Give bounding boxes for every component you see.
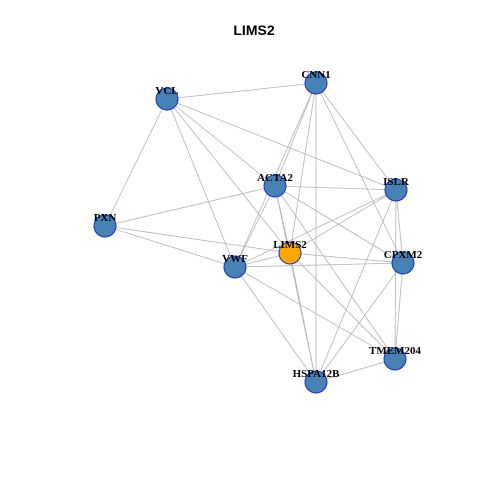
edge-acta2-islr <box>274 185 397 191</box>
node-label-cpxm2: CPXM2 <box>384 249 423 261</box>
edge-vcl-vwf <box>166 98 236 268</box>
edge-vwf-hspa12b <box>234 266 317 383</box>
node-circle-acta2[interactable] <box>263 174 287 198</box>
edge-vcl-islr <box>166 98 397 191</box>
graph-title: LIMS2 <box>233 22 274 38</box>
node-circle-vcl[interactable] <box>155 87 179 111</box>
edge-vcl-lims2 <box>166 98 291 254</box>
node-label-pxn: PXN <box>94 212 117 224</box>
edge-layer <box>104 82 404 383</box>
node-circle-tmem204[interactable] <box>383 347 407 371</box>
node-cpxm2[interactable]: CPXM2 <box>384 249 423 275</box>
edge-lims2-cpxm2 <box>289 252 404 264</box>
edge-pxn-vwf <box>104 225 236 268</box>
edge-islr-hspa12b <box>315 189 397 383</box>
edge-acta2-tmem204 <box>274 185 396 360</box>
edge-acta2-cpxm2 <box>274 185 404 264</box>
edge-lims2-tmem204 <box>289 252 396 360</box>
edge-cnn1-lims2 <box>289 82 317 254</box>
node-circle-hspa12b[interactable] <box>304 370 328 394</box>
edge-tmem204-hspa12b <box>315 358 396 383</box>
node-circle-cnn1[interactable] <box>304 71 328 95</box>
edge-acta2-vwf <box>234 185 276 268</box>
edge-islr-lims2 <box>289 189 397 254</box>
node-circle-cpxm2[interactable] <box>391 251 415 275</box>
edge-acta2-pxn <box>104 185 276 227</box>
edge-vcl-acta2 <box>166 98 276 187</box>
edge-islr-cpxm2 <box>395 189 404 264</box>
edge-islr-tmem204 <box>394 189 397 360</box>
node-acta2[interactable]: ACTA2 <box>257 172 293 198</box>
node-tmem204[interactable]: TMEM204 <box>369 345 421 371</box>
node-label-cnn1: CNN1 <box>301 69 330 81</box>
node-label-hspa12b: HSPA12B <box>293 368 341 380</box>
edge-cnn1-acta2 <box>274 82 317 187</box>
node-islr[interactable]: ISLR <box>383 176 410 202</box>
node-label-tmem204: TMEM204 <box>369 345 421 357</box>
edge-vwf-tmem204 <box>234 266 396 360</box>
node-vwf[interactable]: VWF <box>222 253 248 279</box>
node-hspa12b[interactable]: HSPA12B <box>293 368 341 394</box>
edge-lims2-hspa12b <box>289 252 317 383</box>
node-circle-pxn[interactable] <box>93 214 117 238</box>
edge-vcl-pxn <box>104 98 168 227</box>
edge-cpxm2-tmem204 <box>394 262 404 360</box>
edge-cpxm2-hspa12b <box>315 262 404 383</box>
node-label-vwf: VWF <box>222 253 248 265</box>
node-circle-lims2[interactable] <box>278 241 302 265</box>
node-label-acta2: ACTA2 <box>257 172 293 184</box>
edge-vwf-cpxm2 <box>234 262 404 268</box>
node-cnn1[interactable]: CNN1 <box>301 69 331 95</box>
edge-islr-vwf <box>234 189 397 268</box>
node-lims2[interactable]: LIMS2 <box>273 239 307 265</box>
node-pxn[interactable]: PXN <box>93 212 117 238</box>
edge-vcl-cnn1 <box>166 82 317 100</box>
edge-cnn1-cpxm2 <box>315 82 404 264</box>
edge-pxn-lims2 <box>104 225 291 254</box>
node-vcl[interactable]: VCL <box>155 85 179 111</box>
node-label-vcl: VCL <box>155 85 178 97</box>
node-label-islr: ISLR <box>383 176 410 188</box>
edge-cnn1-islr <box>315 82 397 191</box>
node-label-lims2: LIMS2 <box>273 239 307 251</box>
node-circle-vwf[interactable] <box>223 255 247 279</box>
node-circle-islr[interactable] <box>384 178 408 202</box>
